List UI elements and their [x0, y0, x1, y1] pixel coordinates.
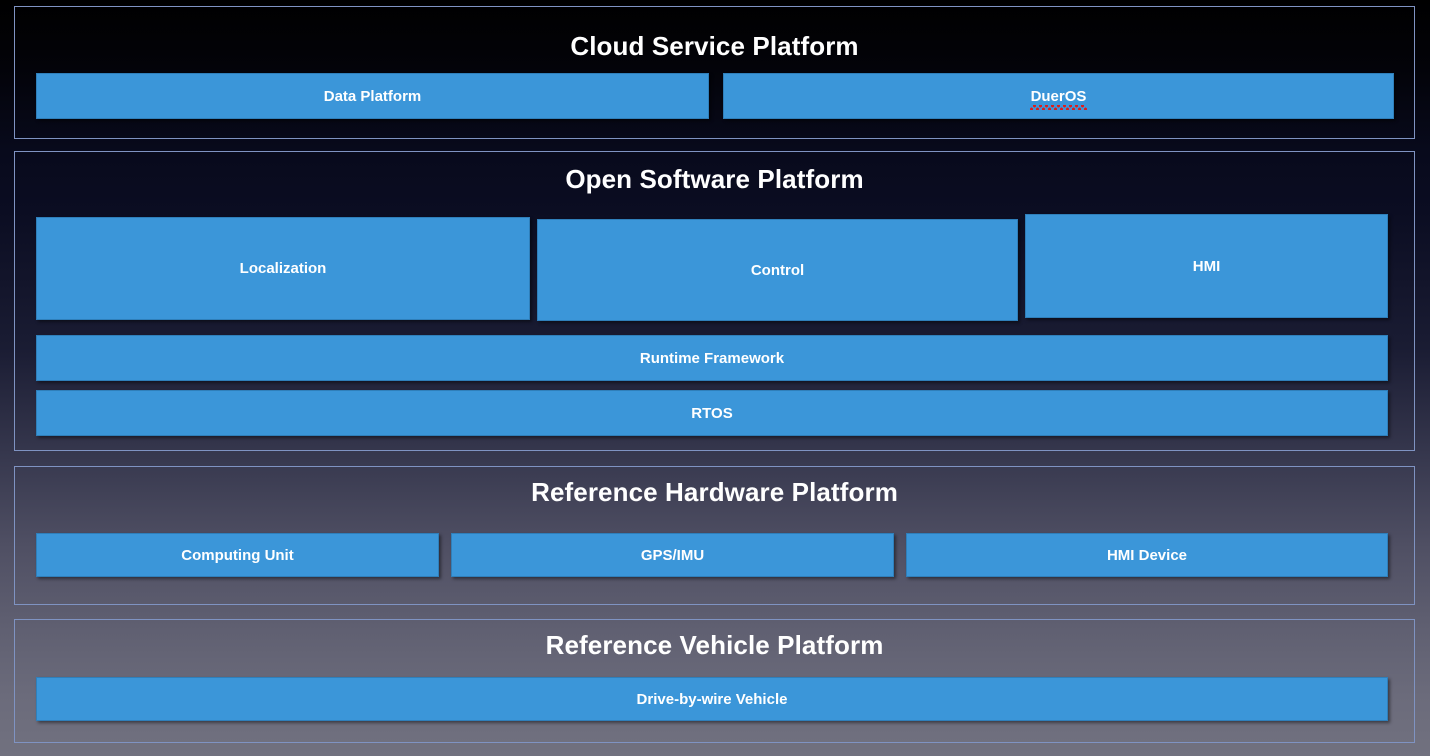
- box-label-hmi: HMI: [1192, 257, 1221, 275]
- box-dueros[interactable]: DuerOS: [723, 73, 1394, 119]
- box-label-computing-unit: Computing Unit: [181, 546, 294, 564]
- box-label-dueros: DuerOS: [1029, 87, 1088, 110]
- box-control[interactable]: Control: [537, 219, 1018, 321]
- box-data-platform[interactable]: Data Platform: [36, 73, 709, 119]
- box-label-hmi-device: HMI Device: [1106, 546, 1188, 564]
- box-label-rtos: RTOS: [691, 404, 733, 422]
- box-drive-by-wire-vehicle[interactable]: Drive-by-wire Vehicle: [36, 677, 1388, 721]
- box-label-drive-by-wire-vehicle: Drive-by-wire Vehicle: [636, 690, 788, 708]
- layer-panel-reference-vehicle-platform: Reference Vehicle Platform Drive-by-wire…: [14, 619, 1415, 743]
- box-label-data-platform: Data Platform: [323, 87, 422, 105]
- box-rtos[interactable]: RTOS: [36, 390, 1388, 436]
- layer-title-cloud-service-platform: Cloud Service Platform: [570, 31, 859, 61]
- box-label-runtime-framework: Runtime Framework: [639, 349, 785, 367]
- box-computing-unit[interactable]: Computing Unit: [36, 533, 439, 577]
- box-label-gps-imu: GPS/IMU: [640, 546, 705, 564]
- layer-title-reference-hardware-platform: Reference Hardware Platform: [531, 477, 898, 507]
- box-label-localization: Localization: [239, 260, 327, 277]
- layer-title-reference-vehicle-platform: Reference Vehicle Platform: [545, 630, 884, 660]
- box-hmi-device[interactable]: HMI Device: [906, 533, 1388, 577]
- layer-panel-reference-hardware-platform: Reference Hardware Platform Computing Un…: [14, 466, 1415, 605]
- box-localization[interactable]: Localization: [36, 217, 530, 320]
- box-runtime-framework[interactable]: Runtime Framework: [36, 335, 1388, 381]
- layer-panel-open-software-platform: Open Software Platform Localization Cont…: [14, 151, 1415, 451]
- layer-title-open-software-platform: Open Software Platform: [565, 164, 864, 194]
- box-gps-imu[interactable]: GPS/IMU: [451, 533, 894, 577]
- box-label-control: Control: [750, 261, 805, 279]
- layer-panel-cloud-service-platform: Cloud Service Platform Data Platform Due…: [14, 6, 1415, 139]
- box-hmi[interactable]: HMI: [1025, 214, 1388, 318]
